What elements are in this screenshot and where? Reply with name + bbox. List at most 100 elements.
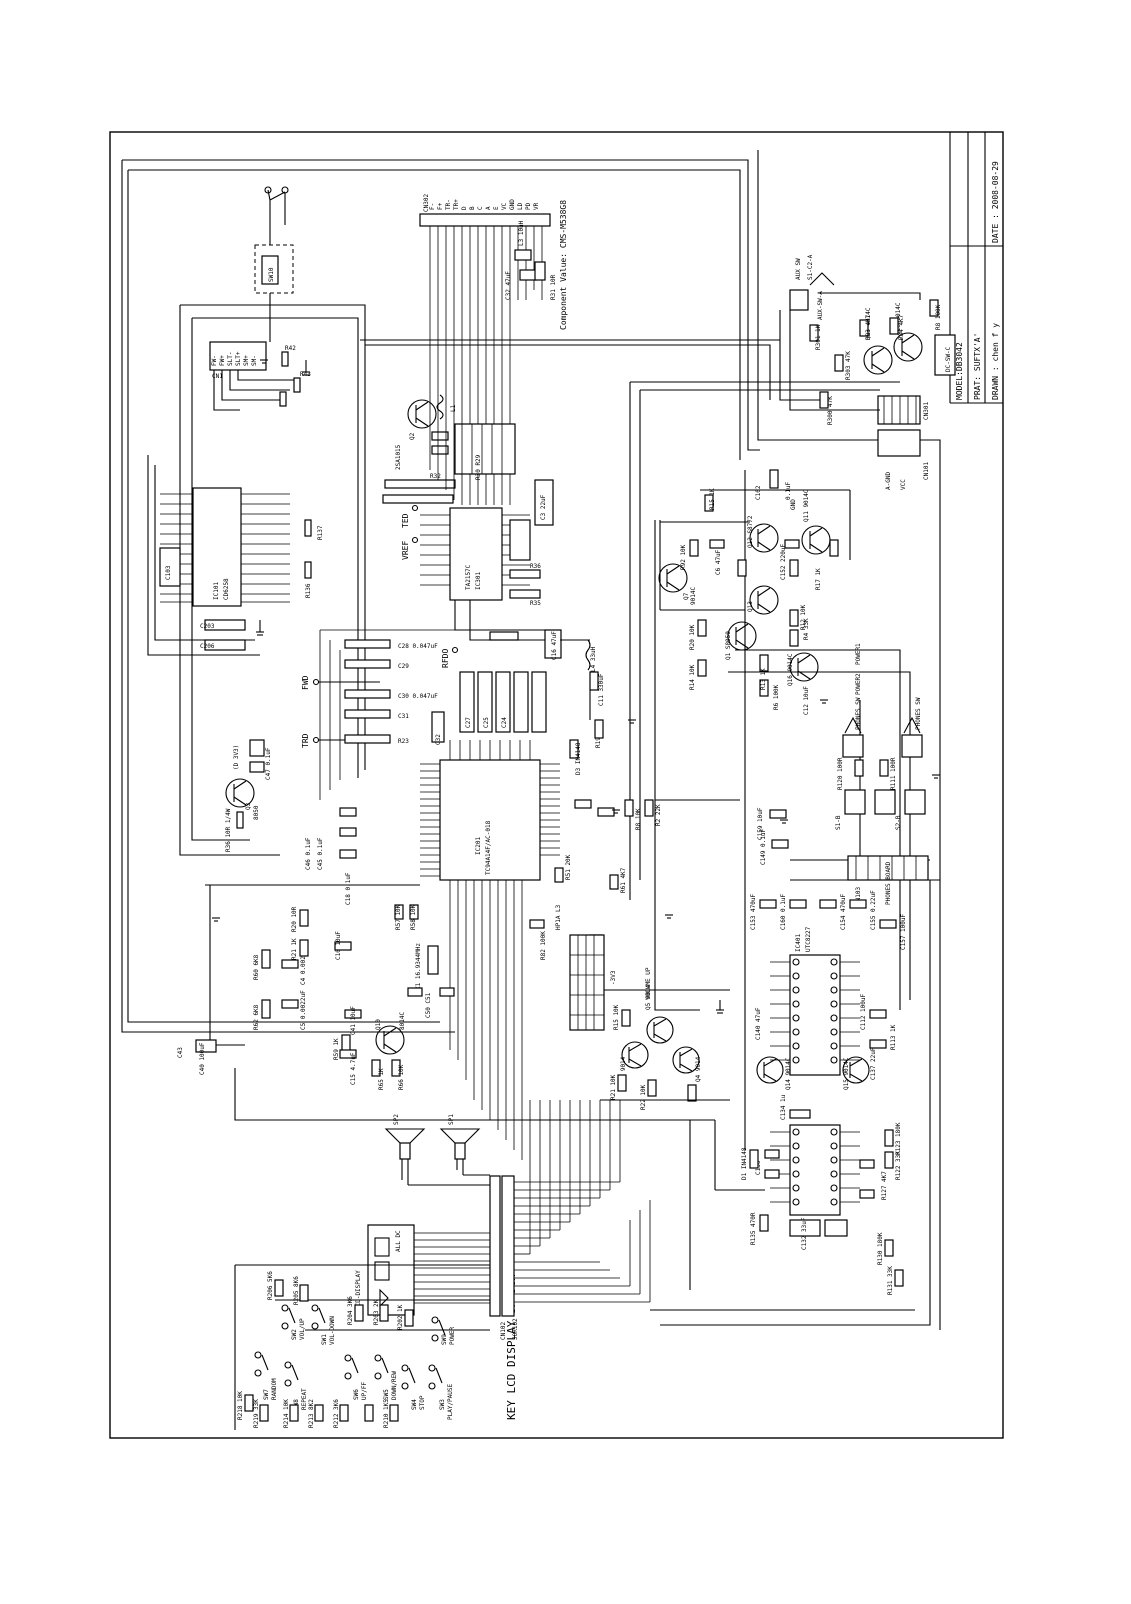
title-drawn: DRAWN : chen f y xyxy=(991,323,1000,400)
switch-sw9-power[interactable]: SW9 POWER xyxy=(431,1316,456,1345)
switch-sw5-down[interactable]: SW5 DOWN/REW xyxy=(374,1354,398,1400)
svg-text:R19: R19 xyxy=(595,737,602,748)
svg-text:C32 47uF: C32 47uF xyxy=(505,271,512,300)
net-ted: TED xyxy=(401,513,410,528)
svg-text:Q13: Q13 xyxy=(747,601,754,612)
svg-text:IC301: IC301 xyxy=(475,572,482,590)
svg-text:R214 10K: R214 10K xyxy=(283,1399,290,1428)
svg-text:ALL DC: ALL DC xyxy=(395,1230,402,1252)
switch-sw8-repeat[interactable]: SW8 REPEAT xyxy=(284,1361,308,1410)
laser-driver: Q2 2SA1015 L1 xyxy=(395,394,457,470)
svg-text:REPEAT: REPEAT xyxy=(301,1388,308,1410)
net-fwd: FWD xyxy=(301,675,310,690)
svg-text:Q16 9014C: Q16 9014C xyxy=(787,653,794,686)
svg-text:R303 47K: R303 47K xyxy=(845,351,852,380)
svg-text:C137 22uF: C137 22uF xyxy=(870,1047,877,1080)
svg-text:DC-SW-C: DC-SW-C xyxy=(945,346,952,372)
svg-text:R36: R36 xyxy=(530,563,541,570)
svg-text:C154 470uF: C154 470uF xyxy=(840,893,847,930)
svg-text:Q6 9014: Q6 9014 xyxy=(620,1056,627,1082)
svg-text:VOL/UP: VOL/UP xyxy=(299,1318,306,1340)
switch-sw7-random[interactable]: SW7 RANDOM xyxy=(254,1351,278,1400)
svg-text:C43: C43 xyxy=(177,1047,184,1058)
svg-text:C46 0.1uF: C46 0.1uF xyxy=(305,837,312,870)
svg-text:F-: F- xyxy=(429,203,436,210)
svg-text:CN301: CN301 xyxy=(923,402,930,420)
cn1-pin-slt-minus: SLT- xyxy=(227,352,234,366)
main-wiring xyxy=(121,150,941,1330)
svg-text:S1-B: S1-B xyxy=(835,815,842,830)
svg-text:R111 100R: R111 100R xyxy=(890,757,897,790)
ic301: TA2157C IC301 R32 C3 22uF R36 R35 xyxy=(382,473,565,641)
svg-text:PHONES BOARD: PHONES BOARD xyxy=(885,861,892,905)
limit-switch: SW10 xyxy=(254,186,294,342)
switch-sw3-play[interactable]: SW3 PLAY/PAUSE xyxy=(428,1364,454,1420)
svg-text:TC94A14F/AC-018: TC94A14F/AC-018 xyxy=(485,820,492,875)
svg-text:R219 33K: R219 33K xyxy=(253,1399,260,1428)
svg-text:R301 1K: R301 1K xyxy=(815,324,822,350)
svg-text:R21 10K: R21 10K xyxy=(610,1074,617,1100)
svg-text:Q15 9014C: Q15 9014C xyxy=(843,1057,850,1090)
svg-text:C3 22uF: C3 22uF xyxy=(540,494,547,520)
net-power2: POWER2 xyxy=(855,673,862,695)
svg-text:IC101: IC101 xyxy=(213,582,220,600)
svg-text:R15 1K: R15 1K xyxy=(709,488,716,510)
svg-text:R4 33K: R4 33K xyxy=(803,618,810,640)
svg-text:D3 IN4148: D3 IN4148 xyxy=(575,742,582,775)
svg-text:SW9: SW9 xyxy=(441,1334,448,1345)
svg-text:DOWN/REW: DOWN/REW xyxy=(391,1371,398,1400)
svg-text:-3V3: -3V3 xyxy=(610,970,617,985)
svg-text:R30 R29: R30 R29 xyxy=(475,454,482,480)
switch-sw4-stop[interactable]: SW4 STOP xyxy=(401,1364,426,1410)
svg-text:R135 470R: R135 470R xyxy=(750,1212,757,1245)
svg-text:R130 180K: R130 180K xyxy=(877,1232,884,1265)
svg-text:PHONES SW: PHONES SW xyxy=(855,697,862,730)
key-legend-grid: R82 100K HP1A L3 xyxy=(529,904,605,1031)
pickup-connector: CN302 F- F+ TR- TR+ D B C A E VC GND LD … xyxy=(419,194,557,505)
svg-text:SW6: SW6 xyxy=(353,1389,360,1400)
svg-text:R203 2K: R203 2K xyxy=(373,1299,380,1325)
svg-text:A: A xyxy=(485,206,492,210)
svg-text:Q7: Q7 xyxy=(683,592,690,600)
svg-text:TR+: TR+ xyxy=(453,199,460,210)
speaker-sp2: SP2 xyxy=(384,1114,426,1185)
switch-sw2-volup[interactable]: SW2 VOL/UP xyxy=(281,1304,306,1340)
cn1-pin-fw-plus: FW+ xyxy=(219,355,226,366)
svg-text:VOL-DOWN: VOL-DOWN xyxy=(329,1316,336,1345)
svg-text:R36 10R 1/4W: R36 10R 1/4W xyxy=(225,808,232,852)
left-lower-passives: R60 6K8 R62 6K8 C4 0.0022uF C5 0.0022uF … xyxy=(177,906,406,1090)
svg-text:C132 33uF: C132 33uF xyxy=(801,1217,808,1250)
svg-text:SW7: SW7 xyxy=(263,1389,270,1400)
svg-text:C29: C29 xyxy=(398,663,409,670)
svg-text:C160 0.1uF: C160 0.1uF xyxy=(780,893,787,930)
servo-filter-network: C28 0.047uF C29 C30 0.047uF C31 R23 C27 … xyxy=(319,629,562,800)
svg-text:C32: C32 xyxy=(435,734,442,745)
svg-text:VR: VR xyxy=(533,202,540,210)
switch-sw1-voldown[interactable]: SW1 VOL-DOWN xyxy=(311,1304,336,1345)
switch-sw6-up[interactable]: SW6 UP/FF xyxy=(344,1354,368,1400)
cn1-connector: CN1 FW- FW+ SLT- SLT+ SM+ SM- xyxy=(209,341,300,411)
svg-text:TA2157C: TA2157C xyxy=(465,564,472,590)
svg-text:STOP: STOP xyxy=(419,1395,426,1410)
svg-text:R14 10K: R14 10K xyxy=(689,664,696,690)
svg-text:X1 16.9344MHz: X1 16.9344MHz xyxy=(415,943,422,990)
title-block: MODEL:DB3042 PRAT: SUFTX'A' DRAWN : chen… xyxy=(949,132,1003,404)
resistor-group-cn1: R42 R43 xyxy=(279,345,311,407)
svg-text:F+: F+ xyxy=(437,202,444,210)
svg-text:R136: R136 xyxy=(305,583,312,598)
svg-text:R61 4K7: R61 4K7 xyxy=(620,867,627,893)
svg-text:CN102: CN102 xyxy=(500,1322,507,1340)
svg-text:R6 100K: R6 100K xyxy=(773,684,780,710)
svg-text:C152 220uF: C152 220uF xyxy=(780,543,787,580)
svg-text:L4 33uH: L4 33uH xyxy=(590,646,597,672)
cn1-pin-sm-minus: SM- xyxy=(251,355,258,366)
svg-text:LD: LD xyxy=(517,202,524,210)
svg-text:R12 10K: R12 10K xyxy=(800,604,807,630)
svg-text:(D 3V3): (D 3V3) xyxy=(233,745,240,770)
cn1-pin-fw-minus: FW- xyxy=(211,355,218,366)
ic402: C130 R127 4K7 R123 180K R122 33K R130 18… xyxy=(741,1094,904,1295)
svg-text:R35: R35 xyxy=(530,600,541,607)
svg-text:Q1 S8050: Q1 S8050 xyxy=(725,631,732,660)
svg-text:D: D xyxy=(461,206,468,210)
